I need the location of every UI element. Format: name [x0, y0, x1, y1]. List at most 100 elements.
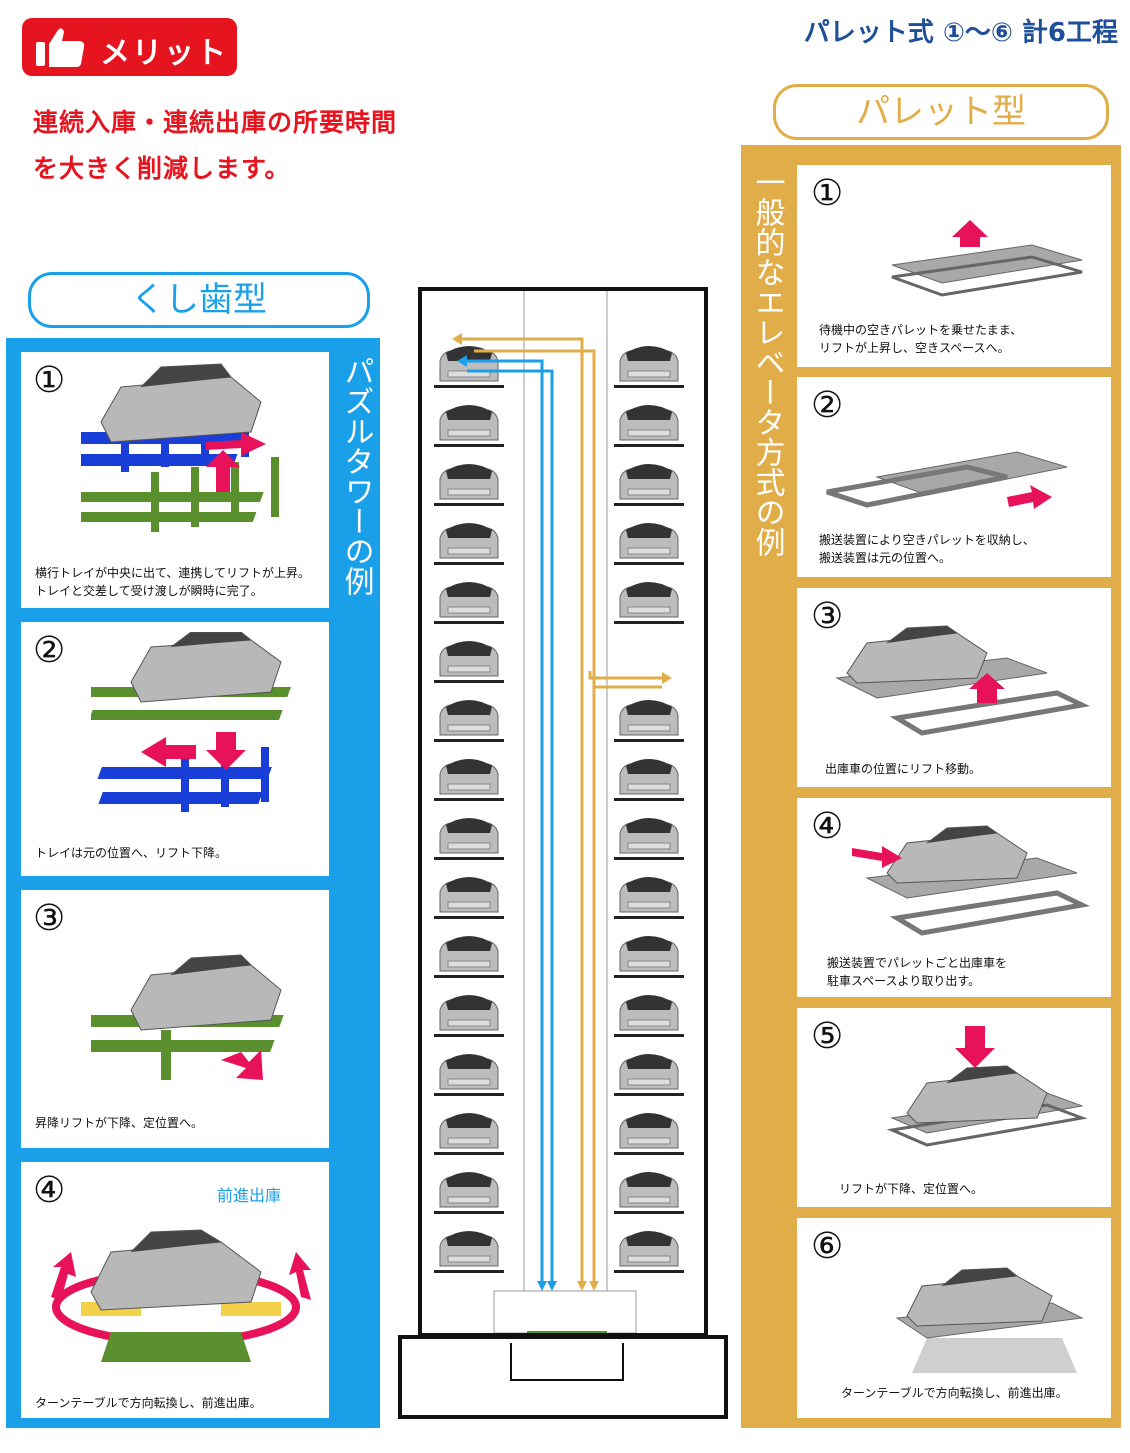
pallet-step-2-caption: 搬送装置により空きパレットを収納し、 搬送装置は元の位置へ。	[819, 531, 1035, 567]
parked-car	[614, 700, 684, 742]
parked-car	[434, 877, 504, 919]
pallet-step-3: ③ 出庫車の位置にリフト移動。	[797, 588, 1111, 787]
pallet-step-4: ④ 搬送装置でパレットごと出庫車を 駐車スペースより取り出す。	[797, 798, 1111, 997]
kushi-step-2: ② トレイは元の位置へ、リフト下降。	[21, 622, 329, 876]
caption-line: リフトが上昇し、空きスペースへ。	[819, 341, 1010, 355]
kushi-step-4-illustration	[51, 1229, 311, 1362]
parked-car	[614, 1054, 684, 1096]
caption-line: 昇降リフトが下降、定位置へ。	[35, 1116, 204, 1130]
caption-line: 横行トレイが中央に出て、連携してリフトが上昇。	[35, 566, 311, 580]
kushi-step-1: ① 横行トレイが中央に出て、連携してリフトが上昇。 トレイと交差して受け渡しが瞬…	[21, 352, 329, 608]
caption-line: 待機中の空きパレットを乗せたまま、	[819, 323, 1023, 337]
base-pit	[510, 1343, 624, 1381]
pallet-step-4-caption: 搬送装置でパレットごと出庫車を 駐車スペースより取り出す。	[827, 954, 1007, 990]
parked-car	[434, 523, 504, 565]
parked-car	[434, 700, 504, 742]
parked-car	[614, 523, 684, 565]
pallet-step-5: ⑤ リフトが下降、定位置へ。	[797, 1008, 1111, 1207]
pallet-panel: 一般的なエレベータ方式の例 ① 待機中の空きパレットを乗せたまま、 リフトが上昇…	[741, 145, 1121, 1428]
tower-diagram	[434, 291, 684, 1341]
caption-line: ターンテーブルで方向転換し、前進出庫。	[35, 1396, 262, 1410]
caption-line: ターンテーブルで方向転換し、前進出庫。	[841, 1386, 1068, 1400]
parked-car	[614, 346, 684, 388]
parked-car	[614, 759, 684, 801]
parked-car	[434, 995, 504, 1037]
caption-line: 搬送装置は元の位置へ。	[819, 551, 952, 565]
pallet-step-2: ② 搬送装置により空きパレットを収納し、 搬送装置は元の位置へ。	[797, 377, 1111, 577]
parked-car	[434, 405, 504, 447]
step-number: ③	[33, 898, 66, 939]
caption-line: トレイと交差して受け渡しが瞬時に完了。	[35, 584, 263, 598]
parking-tower	[418, 287, 708, 1341]
pallet-step-1-caption: 待機中の空きパレットを乗せたまま、 リフトが上昇し、空きスペースへ。	[819, 321, 1022, 357]
pallet-step-6-caption: ターンテーブルで方向転換し、前進出庫。	[841, 1384, 1068, 1402]
step-number: ⑤	[811, 1016, 844, 1057]
pallet-type-title: パレット型	[773, 84, 1109, 140]
kushi-step-1-illustration	[81, 363, 279, 532]
pallet-vertical-label-text: 一般的なエレベータ方式の例	[749, 167, 785, 557]
caption-line: 搬送装置でパレットごと出庫車を	[827, 956, 1008, 970]
kushi-step-3: ③ 昇降リフトが下降、定位置へ。	[21, 890, 329, 1148]
parked-car	[614, 995, 684, 1037]
parked-car	[434, 759, 504, 801]
kushi-type-title: くし歯型	[28, 272, 370, 328]
step-number: ③	[811, 596, 844, 637]
parked-car	[614, 464, 684, 506]
parked-car	[614, 936, 684, 978]
step-number: ②	[811, 385, 844, 426]
caption-line: 搬送装置により空きパレットを収納し、	[819, 533, 1035, 547]
pallet-step-4-illustration	[852, 825, 1091, 936]
step-number: ①	[811, 173, 844, 214]
parked-car	[434, 1172, 504, 1214]
caption-line: トレイは元の位置へ、リフト下降。	[35, 846, 228, 860]
step-number: ④	[33, 1170, 66, 1211]
parked-car	[434, 1231, 504, 1273]
pallet-step-1-illustration	[891, 220, 1083, 297]
thumbs-up-icon	[36, 28, 85, 67]
parked-car	[614, 1231, 684, 1273]
merit-badge: メリット	[22, 18, 237, 76]
step-number: ①	[33, 360, 66, 401]
kushi-step-3-caption: 昇降リフトが下降、定位置へ。	[35, 1114, 203, 1132]
parked-car	[434, 818, 504, 860]
parked-car	[614, 582, 684, 624]
caption-line: 駐車スペースより取り出す。	[827, 974, 981, 988]
kushi-step-2-caption: トレイは元の位置へ、リフト下降。	[35, 844, 227, 862]
pallet-step-3-illustration	[835, 625, 1091, 736]
parked-car	[614, 818, 684, 860]
parked-car	[434, 936, 504, 978]
parked-car	[614, 1113, 684, 1155]
parked-car	[614, 877, 684, 919]
pallet-step-6: ⑥ ターンテーブルで方向転換し、前進出庫。	[797, 1218, 1111, 1418]
parked-car	[614, 405, 684, 447]
pallet-step-6-illustration	[895, 1267, 1084, 1373]
parked-car	[434, 1113, 504, 1155]
forward-exit-label: 前進出庫	[217, 1186, 282, 1205]
kushi-panel: パズルタワーの例 ① 横行トレイが中央に出て、連携してリフトが上昇。 トレイと交…	[6, 338, 380, 1428]
pallet-step-3-caption: 出庫車の位置にリフト移動。	[825, 760, 981, 778]
merit-line-1: 連続入庫・連続出庫の所要時間	[33, 108, 398, 137]
pallet-vertical-label: 一般的なエレベータ方式の例	[747, 167, 787, 563]
parked-car	[434, 582, 504, 624]
pallet-step-2-illustration	[826, 451, 1068, 509]
merit-label: メリット	[100, 36, 228, 71]
step-number: ②	[33, 630, 66, 671]
merit-line-2: を大きく削減します。	[33, 154, 291, 183]
caption-line: 出庫車の位置にリフト移動。	[825, 762, 982, 776]
parked-car	[434, 1054, 504, 1096]
step-number: ⑥	[811, 1226, 844, 1267]
parked-car	[434, 464, 504, 506]
kushi-step-1-caption: 横行トレイが中央に出て、連携してリフトが上昇。 トレイと交差して受け渡しが瞬時に…	[35, 564, 310, 600]
pallet-step-5-caption: リフトが下降、定位置へ。	[839, 1180, 983, 1198]
merit-description: 連続入庫・連続出庫の所要時間 を大きく削減します。	[33, 100, 397, 192]
kushi-step-3-illustration	[91, 954, 284, 1080]
kushi-step-4-caption: ターンテーブルで方向転換し、前進出庫。	[35, 1394, 262, 1412]
parked-car	[614, 1172, 684, 1214]
kushi-step-2-illustration	[91, 632, 291, 812]
caption-line: リフトが下降、定位置へ。	[839, 1182, 984, 1196]
kushi-vertical-label: パズルタワーの例	[336, 356, 376, 602]
kushi-step-4: ④ 前進出庫 ターンテーブルで方向転換し、前進出庫。	[21, 1162, 329, 1418]
pallet-step-5-illustration	[886, 1026, 1088, 1147]
kushi-vertical-label-text: パズルタワーの例	[338, 356, 374, 596]
pallet-step-1: ① 待機中の空きパレットを乗せたまま、 リフトが上昇し、空きスペースへ。	[797, 165, 1111, 367]
